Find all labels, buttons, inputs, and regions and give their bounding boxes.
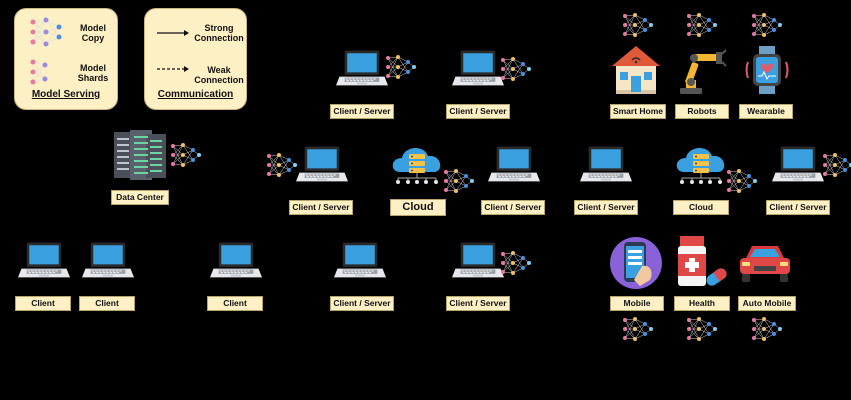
neural-network-icon (443, 168, 475, 194)
weak-connection-text: Weak Connection (194, 65, 244, 85)
neural-network-icon (686, 316, 718, 342)
client-server-label: Client / Server (330, 296, 394, 311)
strong-connection-arrow-icon (157, 29, 189, 37)
data-center-icon (112, 128, 168, 182)
car-icon (736, 240, 794, 286)
laptop-icon (336, 48, 388, 88)
communication-title: Communication (157, 89, 234, 100)
smart-home-label: Smart Home (610, 104, 666, 119)
mobile-phone-icon (610, 236, 662, 290)
laptop-icon (580, 144, 632, 184)
neural-network-icon (385, 54, 417, 80)
client-server-label: Client / Server (289, 200, 353, 215)
client-server-label: Client / Server (481, 200, 545, 215)
neural-network-icon (500, 250, 532, 276)
health-label: Health (674, 296, 730, 311)
neural-network-icon (622, 316, 654, 342)
cloud-icon (674, 142, 728, 186)
smartwatch-icon (741, 44, 793, 96)
laptop-icon (210, 240, 262, 280)
strong-connection-text: Strong Connection (194, 23, 244, 43)
laptop-icon (18, 240, 70, 280)
neural-network-icon (751, 12, 783, 38)
wearable-label: Wearable (739, 104, 793, 119)
client-server-label: Client / Server (766, 200, 830, 215)
cloud-icon (390, 142, 444, 186)
cloud-label: Cloud (390, 199, 446, 216)
client-server-label: Client / Server (330, 104, 394, 119)
laptop-icon (488, 144, 540, 184)
robots-label: Robots (675, 104, 729, 119)
model-shards-text: Model Shards (77, 63, 109, 83)
communication-legend: Strong Connection Weak Connection Commun… (144, 8, 247, 110)
neural-network-icon (170, 142, 202, 168)
laptop-icon (82, 240, 134, 280)
client-label: Client (79, 296, 135, 311)
mobile-label: Mobile (610, 296, 664, 311)
laptop-icon (772, 144, 824, 184)
model-copy-text: Model Copy (80, 23, 106, 43)
smart-home-icon (610, 44, 662, 96)
neural-network-icon (686, 12, 718, 38)
client-label: Client (207, 296, 263, 311)
data-center-label: Data Center (111, 190, 169, 205)
client-server-label: Client / Server (446, 296, 510, 311)
laptop-icon (334, 240, 386, 280)
model-copy-icon (29, 17, 63, 47)
neural-network-icon (266, 152, 298, 178)
neural-network-icon (751, 316, 783, 342)
neural-network-icon (500, 56, 532, 82)
health-medicine-icon (674, 234, 730, 290)
auto-mobile-label: Auto Mobile (738, 296, 796, 311)
model-serving-title: Model Serving (31, 89, 101, 100)
neural-network-icon (622, 12, 654, 38)
robot-arm-icon (676, 44, 728, 96)
model-shards-icon (29, 57, 49, 87)
client-server-label: Client / Server (446, 104, 510, 119)
weak-connection-arrow-icon (157, 65, 189, 73)
laptop-icon (296, 144, 348, 184)
neural-network-icon (822, 152, 851, 178)
laptop-icon (452, 48, 504, 88)
neural-network-icon (726, 168, 758, 194)
client-label: Client (15, 296, 71, 311)
model-serving-legend: Model Copy Model Shards Model Serving (14, 8, 118, 110)
client-server-label: Client / Server (574, 200, 638, 215)
laptop-icon (452, 240, 504, 280)
cloud-label: Cloud (673, 200, 729, 215)
